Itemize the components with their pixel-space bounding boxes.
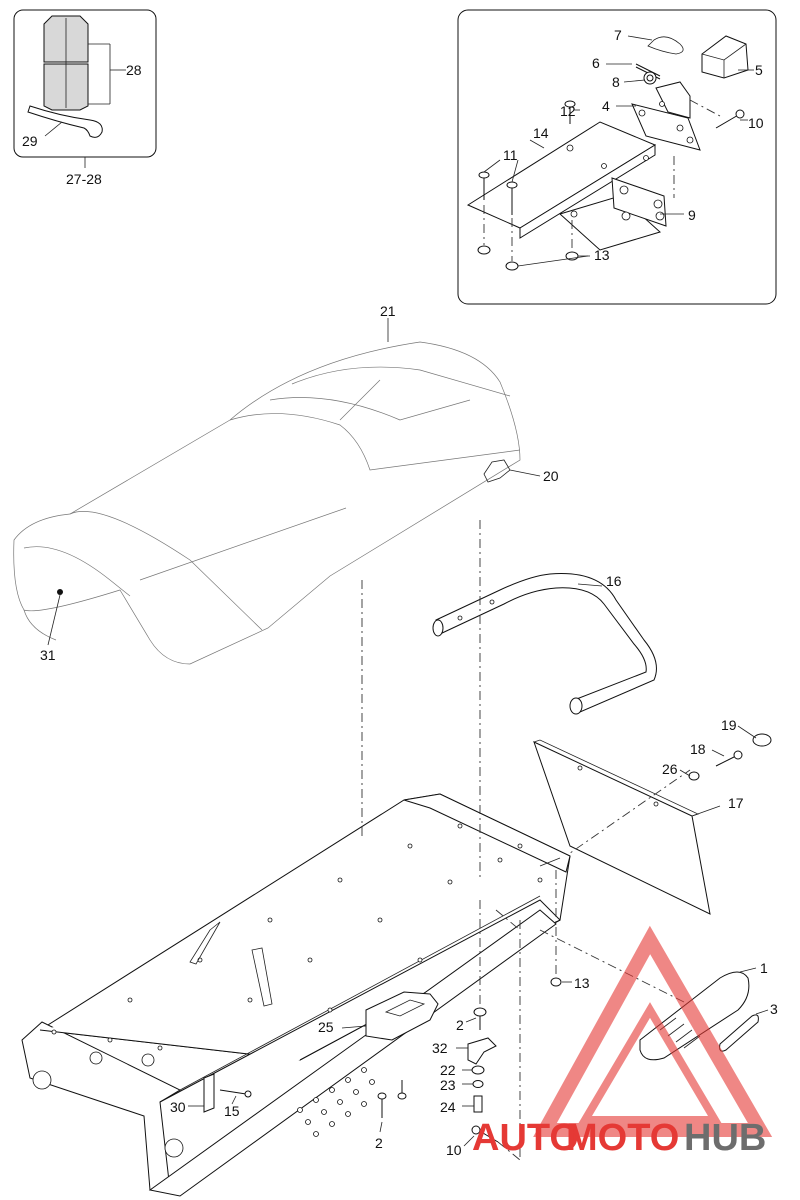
- pad-item-25: [341, 991, 439, 1041]
- bolt-item-2-lower: [377, 1080, 407, 1133]
- callout-24: 24: [440, 1099, 456, 1115]
- callout-20: 20: [543, 468, 559, 484]
- callout-13-top: 13: [594, 247, 610, 263]
- callout-1: 1: [760, 960, 768, 976]
- washer-item-23: [462, 1080, 484, 1088]
- bracket-item-32: [456, 1037, 497, 1065]
- watermark-logo: [533, 925, 773, 1137]
- callout-6: 6: [592, 55, 600, 71]
- clip-item-7: [647, 36, 684, 55]
- chassis-holes: [127, 823, 543, 1013]
- watermark-triangle: [533, 925, 773, 1137]
- bolt-item-18: [715, 750, 743, 767]
- callout-21: 21: [380, 303, 396, 319]
- callout-18: 18: [690, 741, 706, 757]
- seat-item-21: [13, 318, 541, 665]
- bolt-item-2-upper: [465, 1007, 487, 1030]
- callout-31: 31: [40, 647, 56, 663]
- callout-11: 11: [503, 147, 518, 163]
- handle-item-16: [432, 573, 657, 715]
- bolt-item-12: [564, 100, 576, 124]
- block-item-5: [701, 35, 749, 79]
- callout-17: 17: [728, 795, 744, 811]
- screw-item-15: [219, 1089, 252, 1105]
- strap-item-29: [27, 105, 103, 138]
- washer-item-19: [752, 733, 772, 747]
- callout-10-bottom: 10: [446, 1142, 462, 1158]
- callout-3: 3: [770, 1001, 778, 1017]
- callout-7: 7: [614, 27, 622, 43]
- callout-32: 32: [432, 1040, 448, 1056]
- latch-item-8: [643, 71, 657, 85]
- bracket-item-4: [631, 81, 701, 151]
- callout-2-lower: 2: [375, 1135, 383, 1151]
- vent-holes: [297, 1067, 375, 1137]
- callout-12: 12: [560, 103, 576, 119]
- callout-labels: 28 29 27-28 7 6 8 5 4 12 10 14 11 9 13 2…: [22, 27, 778, 1158]
- plate-item-17: [533, 739, 721, 915]
- callout-5: 5: [755, 62, 763, 78]
- callout-15: 15: [224, 1103, 240, 1119]
- inset-bracket-assembly: [457, 9, 777, 305]
- chassis-frame: [21, 793, 571, 1197]
- callout-4: 4: [602, 98, 610, 114]
- bracket-item-9: [559, 177, 667, 251]
- callout-30: 30: [170, 1099, 186, 1115]
- bolt-item-10: [715, 109, 745, 129]
- callout-27-28: 27-28: [66, 171, 102, 187]
- clip-item-30: [188, 1073, 215, 1113]
- washer-item-26: [688, 771, 700, 781]
- nut-item-13-lower: [550, 977, 572, 987]
- callout-2-upper: 2: [456, 1017, 464, 1033]
- watermark-word-auto: AUTO: [472, 1117, 579, 1159]
- watermark-word-moto: MOTO: [566, 1117, 679, 1159]
- spacer-item-24: [462, 1095, 483, 1113]
- callout-19: 19: [721, 717, 737, 733]
- watermark-word-hub: HUB: [684, 1117, 766, 1159]
- callout-13-bottom: 13: [574, 975, 590, 991]
- callout-29: 29: [22, 133, 38, 149]
- callout-16: 16: [606, 573, 622, 589]
- bolt-item-10-lower: [463, 1125, 499, 1147]
- inset-kit-27-28: [13, 9, 157, 168]
- watermark-text: AUTO MOTO HUB: [472, 1117, 766, 1159]
- nut-item-13: [477, 245, 579, 271]
- callout-23: 23: [440, 1077, 456, 1093]
- callout-8: 8: [612, 74, 620, 90]
- callout-14: 14: [533, 125, 549, 141]
- watermark-triangle-inner: [577, 1002, 723, 1124]
- callout-9: 9: [688, 207, 696, 223]
- washer-item-22: [462, 1065, 485, 1075]
- callout-10-top: 10: [748, 115, 764, 131]
- bolt-item-11: [478, 159, 519, 215]
- callout-28: 28: [126, 62, 142, 78]
- callout-22: 22: [440, 1062, 456, 1078]
- callout-26: 26: [662, 761, 678, 777]
- cover-item-28: [43, 15, 126, 111]
- callout-25: 25: [318, 1019, 334, 1035]
